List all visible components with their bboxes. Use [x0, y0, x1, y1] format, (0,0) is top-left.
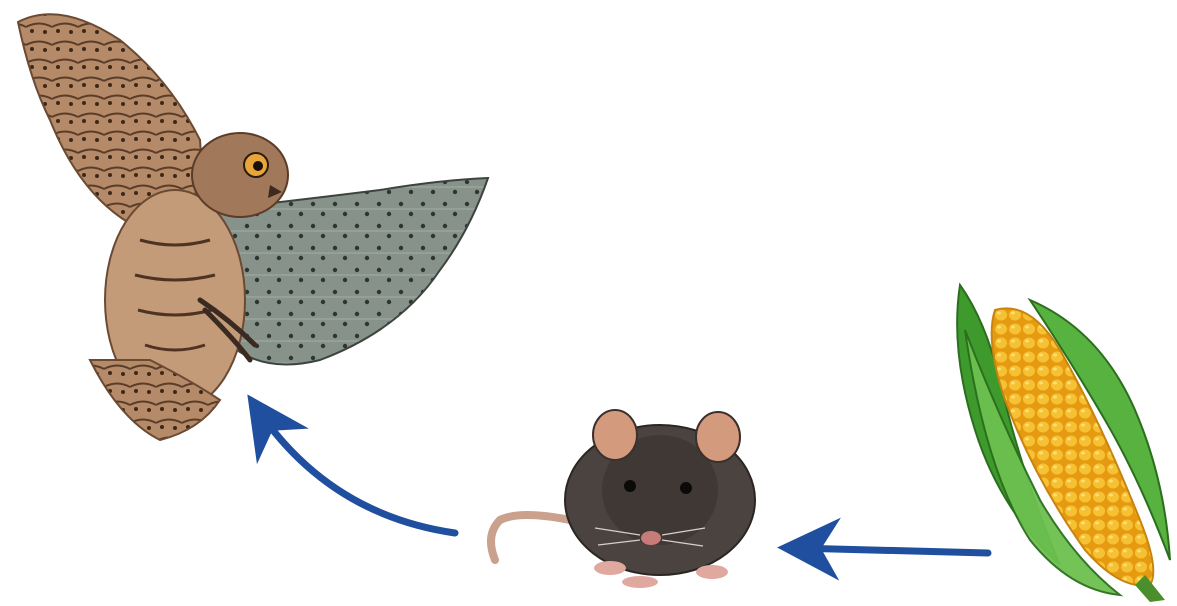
arrow-corn-to-rat — [796, 548, 988, 553]
owl-illustration — [18, 14, 488, 440]
rat-nose — [641, 531, 661, 545]
rat-back-paw — [622, 576, 658, 588]
rat-illustration — [491, 410, 755, 588]
arrow-rat-to-owl — [258, 410, 455, 533]
rat-left-ear — [593, 410, 637, 460]
owl-pupil — [253, 161, 263, 171]
rat-front-paw-left — [594, 561, 626, 575]
owl-head — [192, 133, 288, 217]
rat-tail — [491, 515, 570, 560]
rat-left-eye — [624, 480, 636, 492]
rat-right-ear — [696, 412, 740, 462]
rat-right-eye — [680, 482, 692, 494]
rat-front-paw-right — [696, 565, 728, 579]
